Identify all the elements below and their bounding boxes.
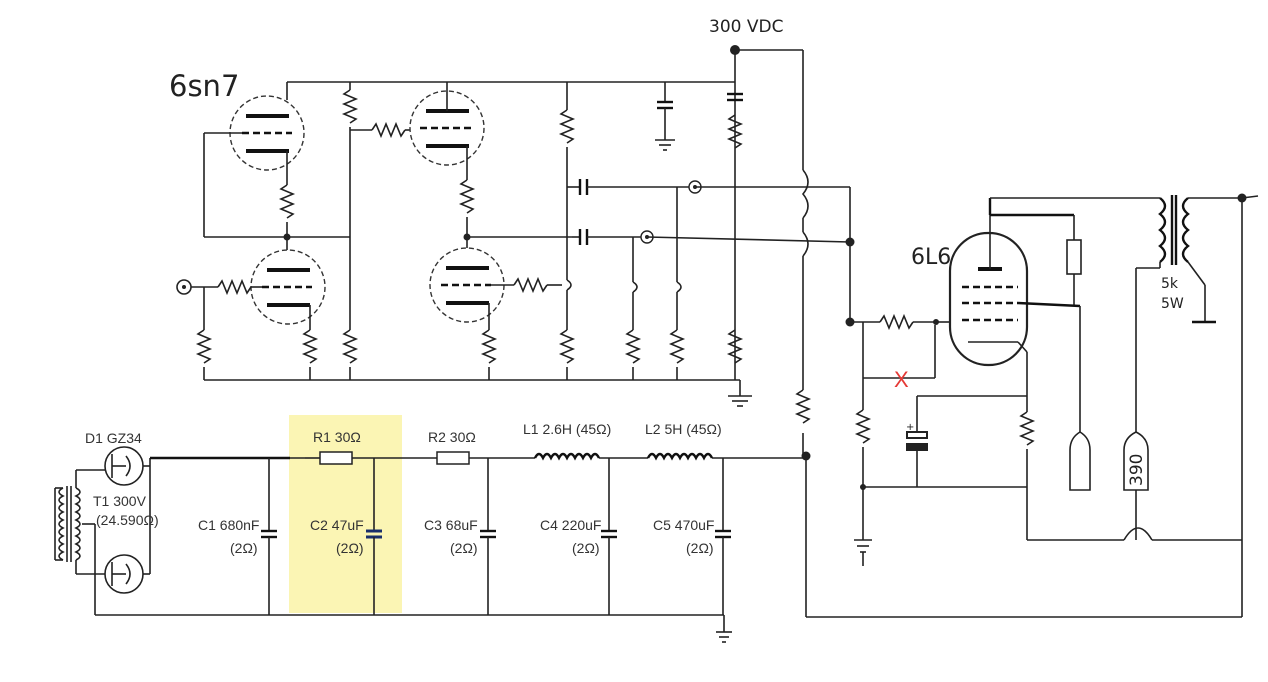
- c4-capacitor: [601, 458, 617, 615]
- label-c1-esr: (2Ω): [230, 540, 258, 556]
- svg-text:+: +: [906, 422, 914, 433]
- screen-resistor: [1066, 239, 1082, 275]
- output-transformer: [990, 193, 1259, 540]
- r2-resistor: [436, 451, 470, 465]
- c2-highlight-box: [289, 415, 402, 613]
- label-supply: 300 VDC: [709, 17, 783, 37]
- power-supply-section: D1 GZ34 T1 300V (24.590Ω) R1 30Ω R2 30Ω …: [54, 415, 811, 643]
- label-driver-tube: 6sn7: [169, 69, 239, 103]
- cathode-resistor-390: [1123, 431, 1149, 491]
- label-r2: R2 30Ω: [428, 429, 476, 445]
- label-c2: C2 47uF: [310, 517, 364, 533]
- label-c4: C4 220uF: [540, 517, 601, 533]
- label-l1: L1 2.6H (45Ω): [523, 421, 611, 437]
- r1-resistor: [319, 451, 353, 465]
- label-t1-line1: T1 300V: [93, 493, 147, 509]
- rectifier-d1: [104, 446, 151, 594]
- pilot-bulb-left: [1069, 431, 1091, 491]
- label-cathode-resistor: 390: [1127, 454, 1147, 486]
- label-r1: R1 30Ω: [313, 429, 361, 445]
- label-c5: C5 470uF: [653, 517, 714, 533]
- label-c2-esr: (2Ω): [336, 540, 364, 556]
- c2-capacitor: [366, 458, 382, 615]
- transformer-t1: [54, 469, 105, 615]
- cathode-bypass-cap: [906, 431, 928, 439]
- output-section: X +: [646, 186, 1259, 617]
- driver-section: 300 VDC 6sn7: [169, 17, 1242, 618]
- label-c3-esr: (2Ω): [450, 540, 478, 556]
- label-transformer-power: 5W: [1161, 296, 1184, 312]
- label-l2: L2 5H (45Ω): [645, 421, 722, 437]
- c3-capacitor: [480, 458, 496, 615]
- l1-inductor: [533, 452, 601, 461]
- tube-6l6: [948, 231, 1029, 367]
- label-transformer-impedance: 5k: [1161, 276, 1179, 292]
- label-c1: C1 680nF: [198, 517, 259, 533]
- label-c4-esr: (2Ω): [572, 540, 600, 556]
- c5-capacitor: [715, 458, 731, 615]
- removed-connection-mark: X: [894, 367, 909, 392]
- label-c5-esr: (2Ω): [686, 540, 714, 556]
- label-d1: D1 GZ34: [85, 430, 142, 446]
- label-c3: C3 68uF: [424, 517, 478, 533]
- c1-capacitor: [261, 458, 277, 615]
- label-t1-line2: (24.590Ω): [96, 512, 159, 528]
- l2-inductor: [646, 452, 714, 461]
- label-output-tube: 6L6: [911, 245, 951, 270]
- supply-dropping-resistor: [794, 389, 812, 424]
